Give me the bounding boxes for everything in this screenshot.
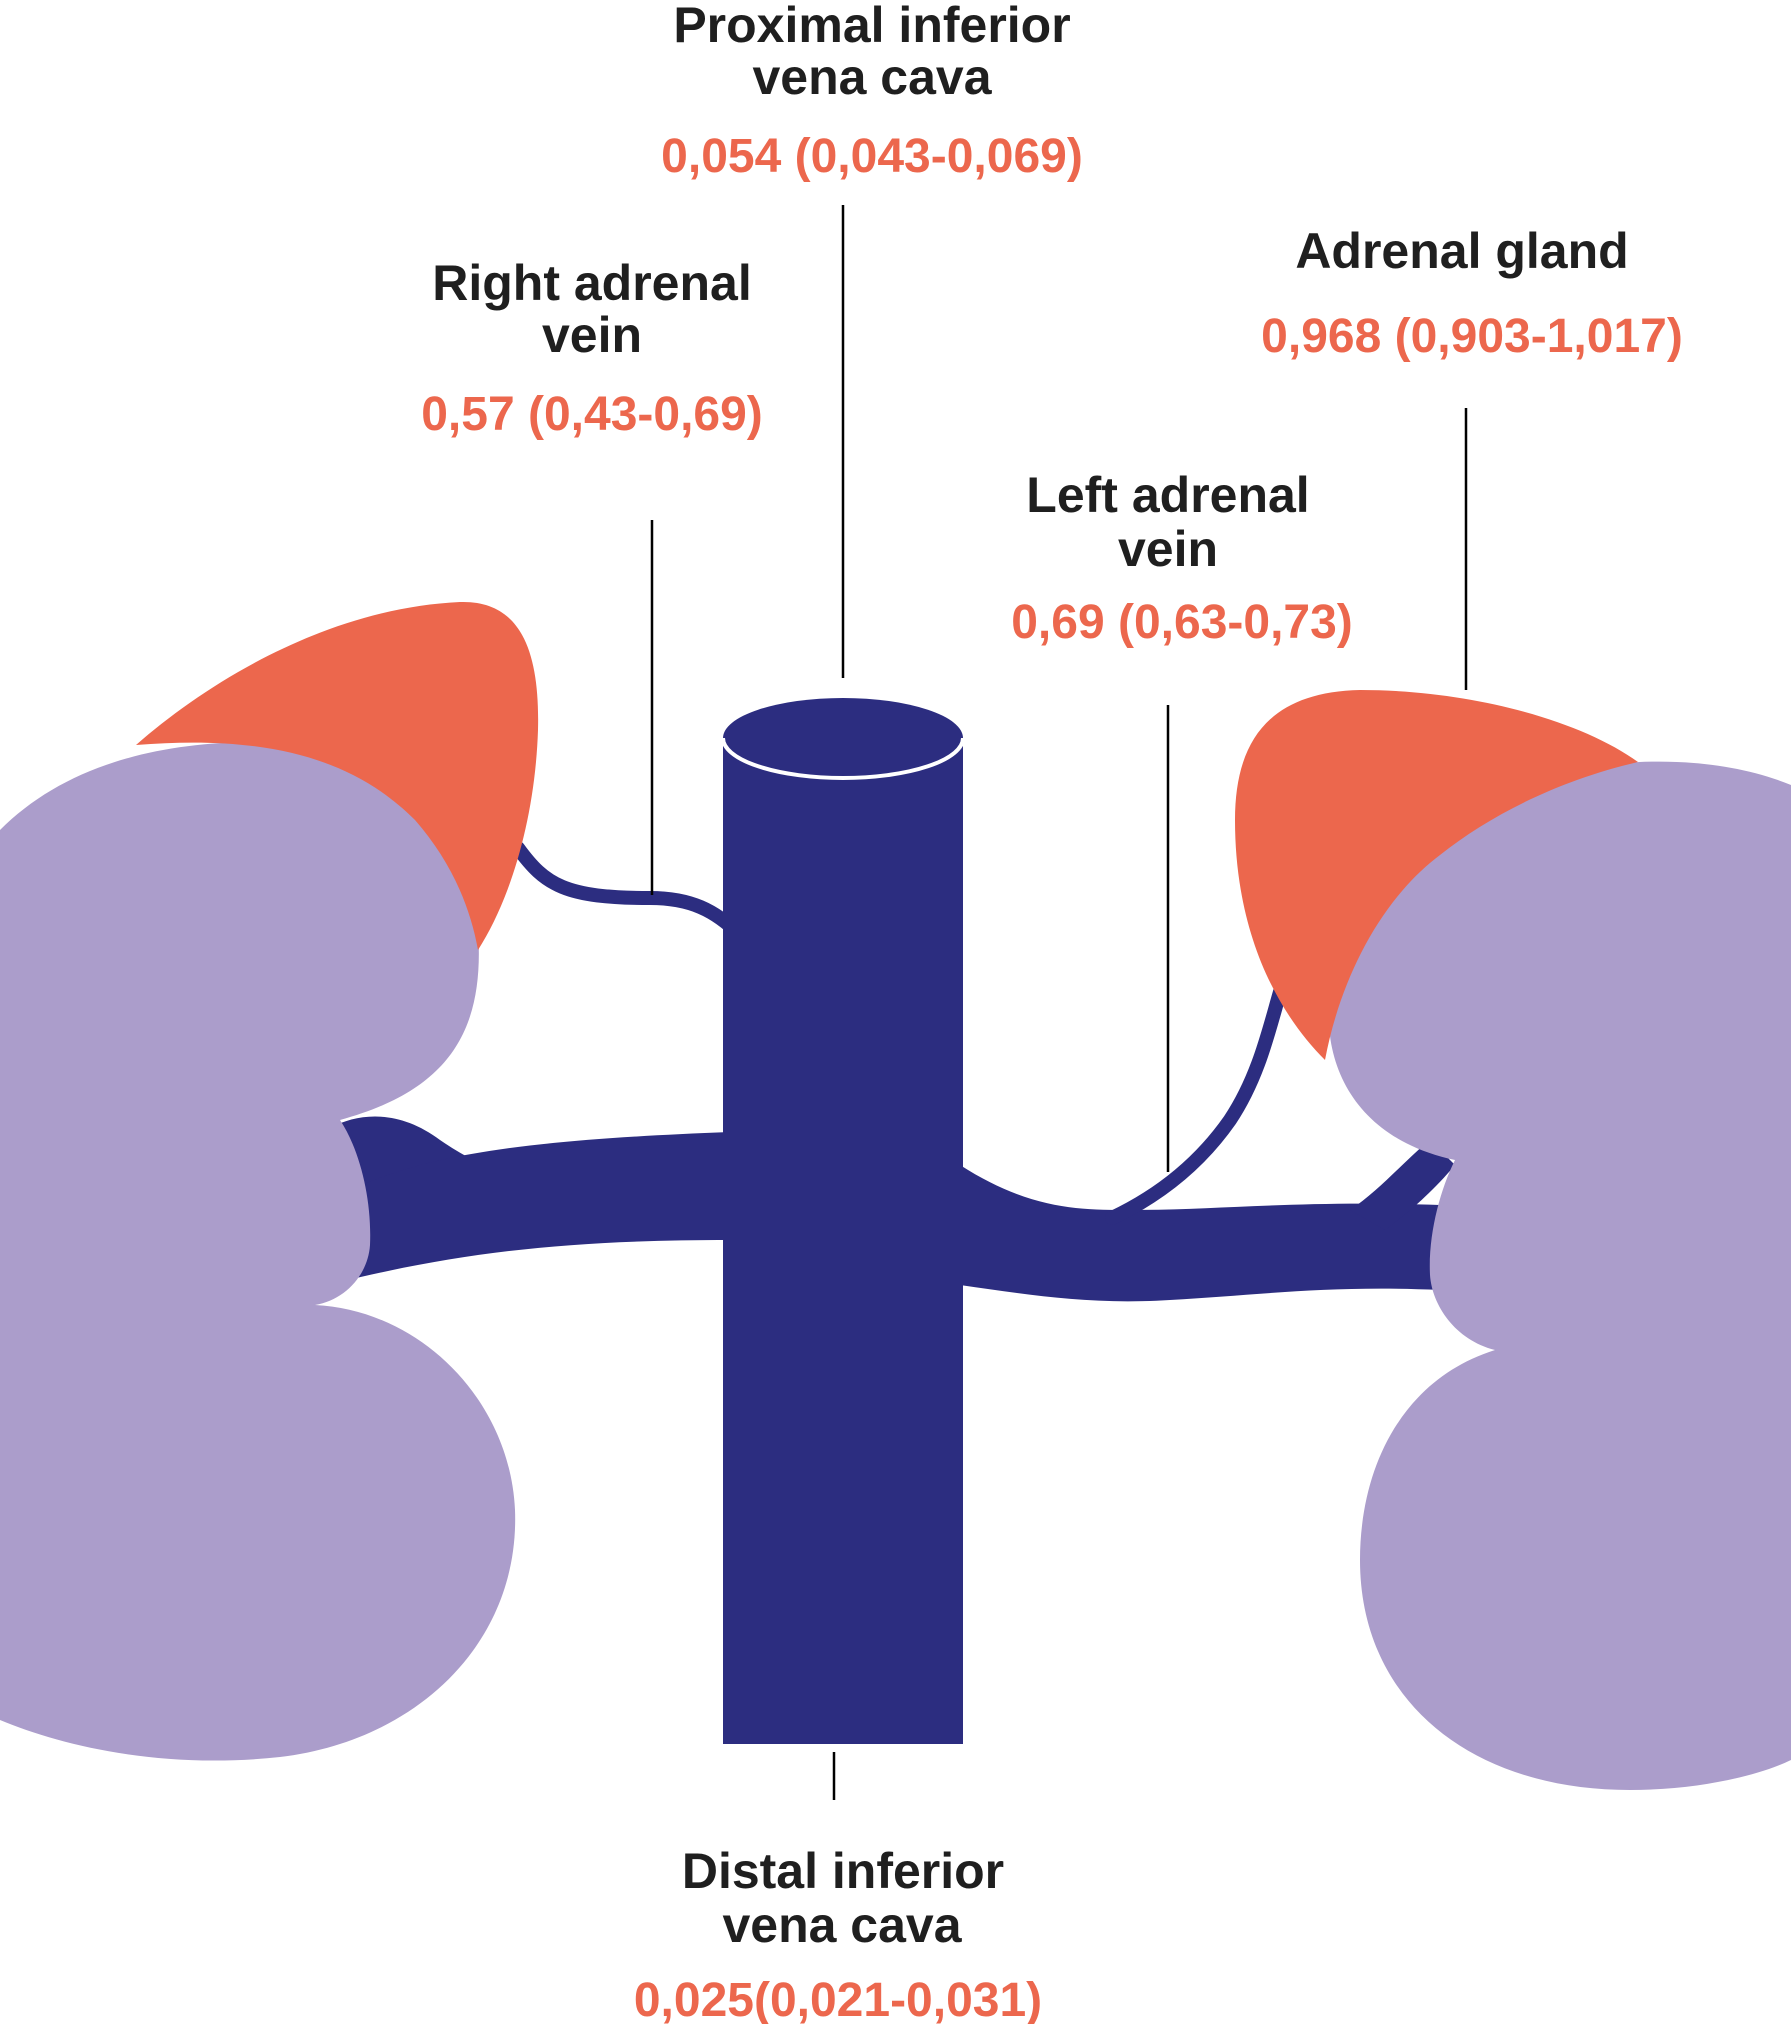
label-proximal-ivc-line1: Proximal inferior xyxy=(673,0,1070,53)
label-right-adrenal-vein: Right adrenal vein 0,57 (0,43-0,69) xyxy=(421,255,763,441)
right-renal-vein-upper-branch xyxy=(1350,1140,1455,1230)
right-adrenal-vein xyxy=(511,841,747,942)
label-left-adrenal-vein: Left adrenal vein 0,69 (0,63-0,73) xyxy=(1011,467,1353,649)
left-kidney xyxy=(0,741,516,1761)
label-adrenal-gland: Adrenal gland 0,968 (0,903-1,017) xyxy=(1261,223,1683,363)
label-proximal-ivc: Proximal inferior vena cava 0,054 (0,043… xyxy=(661,0,1083,183)
label-adrenal-gland-line1: Adrenal gland xyxy=(1295,223,1628,279)
right-kidney xyxy=(1328,761,1791,1790)
left-adrenal-gland xyxy=(136,601,539,950)
label-left-adrenal-vein-line2: vein xyxy=(1118,521,1218,577)
right-adrenal-gland xyxy=(1235,690,1638,1060)
label-distal-ivc-line2: vena cava xyxy=(722,1897,962,1953)
label-right-adrenal-vein-line1: Right adrenal xyxy=(432,255,751,311)
inferior-vena-cava-top-cap xyxy=(723,698,963,778)
label-left-adrenal-vein-line1: Left adrenal xyxy=(1026,467,1309,523)
left-adrenal-vein xyxy=(1105,978,1289,1225)
label-right-adrenal-vein-value: 0,57 (0,43-0,69) xyxy=(421,388,763,441)
right-renal-vein xyxy=(960,1165,1440,1302)
left-renal-vein xyxy=(340,1132,730,1282)
inferior-vena-cava xyxy=(723,738,963,1744)
label-adrenal-gland-value: 0,968 (0,903-1,017) xyxy=(1261,310,1683,363)
inferior-vena-cava-rim xyxy=(721,737,965,780)
label-distal-ivc-line1: Distal inferior xyxy=(682,1843,1004,1899)
label-left-adrenal-vein-value: 0,69 (0,63-0,73) xyxy=(1011,596,1353,649)
label-right-adrenal-vein-line2: vein xyxy=(542,307,642,363)
label-distal-ivc: Distal inferior vena cava 0,025(0,021-0,… xyxy=(634,1843,1042,2024)
label-distal-ivc-value: 0,025(0,021-0,031) xyxy=(634,1974,1042,2024)
label-proximal-ivc-line2: vena cava xyxy=(752,49,992,105)
label-proximal-ivc-value: 0,054 (0,043-0,069) xyxy=(661,130,1083,183)
